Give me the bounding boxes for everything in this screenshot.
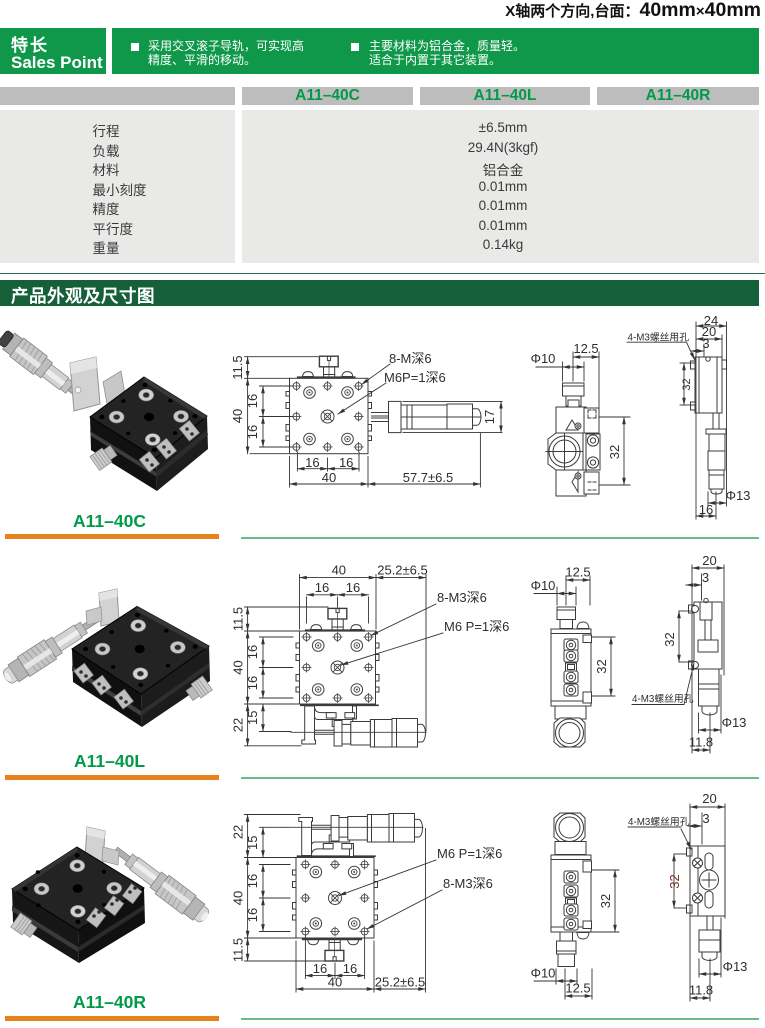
svg-text:4-M3螺丝用孔: 4-M3螺丝用孔 (628, 816, 690, 828)
svg-text:25.2±6.5: 25.2±6.5 (377, 563, 428, 578)
svg-text:24: 24 (704, 313, 718, 328)
svg-text:16: 16 (343, 961, 357, 976)
svg-text:11.5: 11.5 (231, 938, 246, 962)
svg-text:15: 15 (245, 711, 260, 725)
svg-text:M6P=1深6: M6P=1深6 (384, 370, 446, 385)
svg-text:16: 16 (699, 502, 713, 517)
svg-text:8-M3深6: 8-M3深6 (443, 876, 493, 891)
svg-text:Φ10: Φ10 (531, 351, 556, 366)
svg-text:16: 16 (245, 394, 260, 408)
svg-text:20: 20 (702, 324, 716, 339)
svg-text:40: 40 (328, 975, 342, 990)
svg-text:16: 16 (245, 908, 260, 922)
svg-text:11.8: 11.8 (689, 735, 713, 750)
svg-text:16: 16 (305, 455, 319, 470)
svg-text:11.8: 11.8 (689, 983, 713, 998)
svg-text:40: 40 (231, 891, 246, 905)
svg-text:17: 17 (482, 410, 497, 424)
svg-text:22: 22 (231, 718, 246, 732)
svg-text:16: 16 (245, 645, 260, 659)
svg-text:40: 40 (231, 660, 246, 674)
svg-text:22: 22 (231, 825, 246, 839)
svg-text:32: 32 (594, 659, 609, 673)
svg-text:4-M3螺丝用孔: 4-M3螺丝用孔 (628, 332, 690, 344)
svg-text:32: 32 (607, 445, 622, 459)
svg-text:15: 15 (245, 836, 260, 850)
svg-text:3: 3 (702, 336, 709, 351)
svg-text:25.2±6.5: 25.2±6.5 (375, 975, 426, 990)
svg-text:32: 32 (598, 894, 613, 908)
svg-text:12.5: 12.5 (573, 341, 598, 356)
svg-text:20: 20 (702, 553, 716, 568)
svg-text:8-M3深6: 8-M3深6 (437, 590, 487, 605)
svg-text:32: 32 (662, 632, 677, 646)
svg-text:Φ10: Φ10 (531, 966, 556, 981)
svg-text:11.5: 11.5 (231, 607, 246, 631)
svg-text:3: 3 (702, 811, 709, 826)
svg-text:M6 P=1深6: M6 P=1深6 (444, 619, 509, 634)
svg-text:32: 32 (667, 874, 682, 888)
svg-text:11.5: 11.5 (230, 355, 245, 379)
svg-text:16: 16 (245, 676, 260, 690)
svg-text:16: 16 (245, 874, 260, 888)
svg-text:20: 20 (702, 791, 716, 806)
svg-text:16: 16 (313, 961, 327, 976)
svg-text:12.5: 12.5 (565, 981, 590, 996)
svg-text:3: 3 (702, 570, 709, 585)
svg-text:16: 16 (339, 455, 353, 470)
svg-text:Φ13: Φ13 (726, 488, 751, 503)
svg-text:8-M深6: 8-M深6 (389, 351, 432, 366)
svg-text:Φ13: Φ13 (723, 959, 748, 974)
svg-text:40: 40 (230, 409, 245, 423)
svg-text:16: 16 (245, 425, 260, 439)
svg-text:12.5: 12.5 (565, 565, 590, 580)
svg-text:57.7±6.5: 57.7±6.5 (403, 470, 454, 485)
svg-text:M6 P=1深6: M6 P=1深6 (437, 846, 502, 861)
svg-text:Φ13: Φ13 (722, 715, 747, 730)
svg-text:Φ10: Φ10 (531, 578, 556, 593)
svg-text:32: 32 (681, 378, 693, 390)
svg-text:16: 16 (346, 580, 360, 595)
svg-text:40: 40 (332, 563, 346, 578)
svg-text:40: 40 (322, 470, 336, 485)
svg-text:4-M3螺丝用孔: 4-M3螺丝用孔 (632, 693, 694, 705)
svg-text:16: 16 (315, 580, 329, 595)
